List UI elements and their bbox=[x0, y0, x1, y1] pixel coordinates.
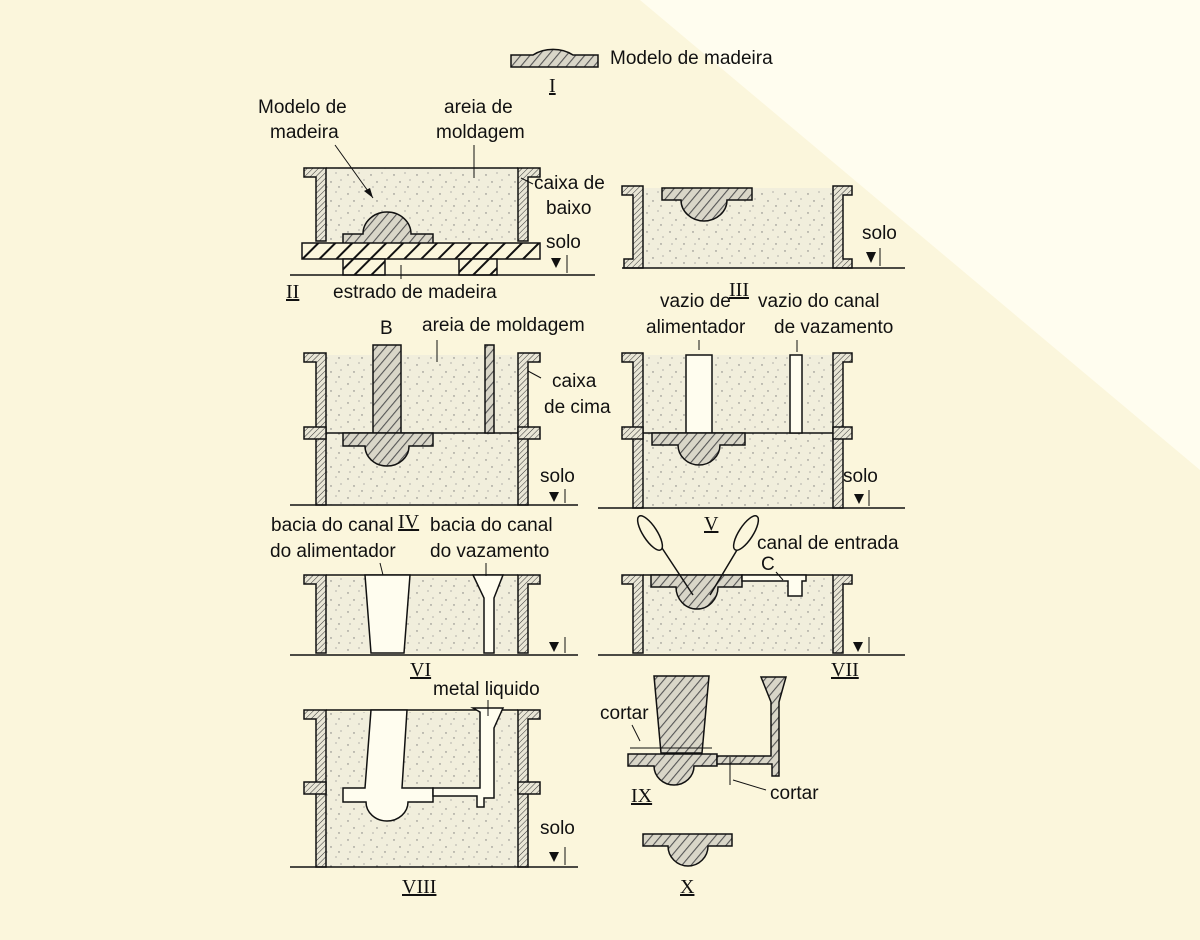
ground-marker-icon bbox=[866, 252, 876, 263]
sprue-and-runner bbox=[432, 707, 505, 808]
ground-marker-icon bbox=[853, 642, 863, 652]
background-band bbox=[640, 0, 1200, 470]
molding-sand bbox=[643, 188, 833, 268]
label-metal: metal liquido bbox=[433, 679, 540, 700]
numeral-I: I bbox=[549, 75, 556, 97]
mold-cavity bbox=[342, 709, 434, 822]
numeral-V: V bbox=[704, 513, 719, 535]
label-cut-2: cortar bbox=[770, 783, 819, 804]
molding-sand bbox=[326, 168, 518, 241]
board-support-right bbox=[458, 258, 498, 276]
label-sand-line1: areia de bbox=[444, 97, 513, 118]
gate-channel bbox=[741, 574, 807, 597]
ground-marker-icon bbox=[549, 642, 559, 652]
label-sprue-line2: de vazamento bbox=[774, 317, 893, 338]
step-IV: B areia de moldagem caixa de cima solo I… bbox=[290, 315, 611, 533]
label-C: C bbox=[761, 554, 775, 575]
ground-marker-icon bbox=[551, 258, 561, 268]
flask-wall-left bbox=[621, 574, 644, 654]
sprue-pattern bbox=[484, 344, 495, 434]
wooden-pattern bbox=[510, 48, 599, 68]
label-flask-line2: baixo bbox=[546, 198, 591, 219]
step-III: solo III bbox=[621, 185, 905, 301]
flask-wall-left bbox=[303, 167, 327, 242]
sprue-cavity bbox=[789, 354, 803, 434]
label-sprue-basin-line2: do vazamento bbox=[430, 541, 549, 562]
flask-wall-left bbox=[303, 574, 327, 654]
board-support-left bbox=[342, 258, 386, 276]
wooden-pattern bbox=[651, 432, 746, 466]
riser-cavity bbox=[685, 354, 713, 434]
molding-sand bbox=[643, 577, 833, 653]
label-flask-line1: caixa bbox=[552, 371, 597, 392]
numeral-VII: VII bbox=[831, 659, 859, 681]
label-ground: solo bbox=[546, 232, 581, 253]
flask-wall-right bbox=[517, 167, 541, 242]
ground-marker-icon bbox=[854, 494, 864, 504]
leader-model bbox=[334, 144, 374, 199]
step-V: vazio de alimentador vazio do canal de v… bbox=[598, 291, 905, 535]
casting-sprue bbox=[716, 676, 787, 777]
label-flask-line2: de cima bbox=[544, 397, 611, 418]
numeral-III: III bbox=[729, 279, 749, 301]
label-B: B bbox=[380, 318, 393, 339]
riser-basin bbox=[364, 574, 411, 654]
draw-spike-right bbox=[709, 515, 760, 596]
numeral-II: II bbox=[286, 281, 299, 303]
draw-spike-left bbox=[636, 515, 694, 596]
numeral-IX: IX bbox=[631, 785, 653, 807]
numeral-VIII: VIII bbox=[402, 876, 436, 898]
ground-marker-icon bbox=[549, 492, 559, 502]
label-cut-1: cortar bbox=[600, 703, 649, 724]
label-ground: solo bbox=[540, 818, 575, 839]
finished-casting bbox=[642, 833, 733, 867]
label-riser-basin-line1: bacia do canal bbox=[271, 515, 394, 536]
label-ground: solo bbox=[843, 466, 878, 487]
flask-wall-right bbox=[517, 574, 541, 654]
casting bbox=[627, 753, 718, 786]
label-riser-basin-line2: do alimentador bbox=[270, 541, 396, 562]
label-riser-line2: alimentador bbox=[646, 317, 746, 338]
label-riser-line1: vazio de bbox=[660, 291, 731, 312]
step-VIII: metal liquido solo VIII bbox=[290, 679, 578, 898]
label-model-line2: madeira bbox=[270, 122, 339, 143]
step-II: Modelo de madeira areia de moldagem caix… bbox=[258, 97, 605, 303]
sprue-basin bbox=[471, 574, 505, 654]
flask-wall-right bbox=[832, 185, 853, 269]
label-flask-line1: caixa de bbox=[534, 173, 605, 194]
wooden-pattern bbox=[342, 211, 434, 246]
flask-wall-left bbox=[621, 185, 644, 269]
step-I: Modelo de madeira I bbox=[510, 48, 773, 97]
step-VI: bacia do canal do alimentador bacia do c… bbox=[270, 515, 578, 681]
label-ground: solo bbox=[862, 223, 897, 244]
step-VII: canal de entrada C VII bbox=[598, 515, 905, 681]
ground-marker-icon bbox=[549, 852, 559, 862]
wooden-pattern bbox=[661, 187, 753, 222]
wooden-pattern bbox=[650, 574, 743, 610]
molding-sand bbox=[643, 355, 833, 508]
label-sprue-basin-line1: bacia do canal bbox=[430, 515, 553, 536]
label-sand-line2: moldagem bbox=[436, 122, 525, 143]
step-X: X bbox=[642, 833, 733, 898]
label-sand: areia de moldagem bbox=[422, 315, 585, 336]
label-sprue-line1: vazio do canal bbox=[758, 291, 879, 312]
numeral-X: X bbox=[680, 876, 695, 898]
riser-pattern bbox=[372, 344, 402, 434]
numeral-VI: VI bbox=[410, 659, 431, 681]
label-ground: solo bbox=[540, 466, 575, 487]
label-gate: canal de entrada bbox=[757, 533, 899, 554]
wooden-pattern bbox=[342, 432, 434, 467]
label-model-line1: Modelo de bbox=[258, 97, 347, 118]
step-IX: cortar cortar IX bbox=[600, 675, 819, 807]
label-model: Modelo de madeira bbox=[610, 48, 773, 69]
label-board: estrado de madeira bbox=[333, 282, 497, 303]
numeral-IV: IV bbox=[398, 511, 420, 533]
wooden-board bbox=[301, 242, 541, 260]
casting-riser bbox=[653, 675, 710, 754]
flask-wall-right bbox=[832, 574, 853, 654]
